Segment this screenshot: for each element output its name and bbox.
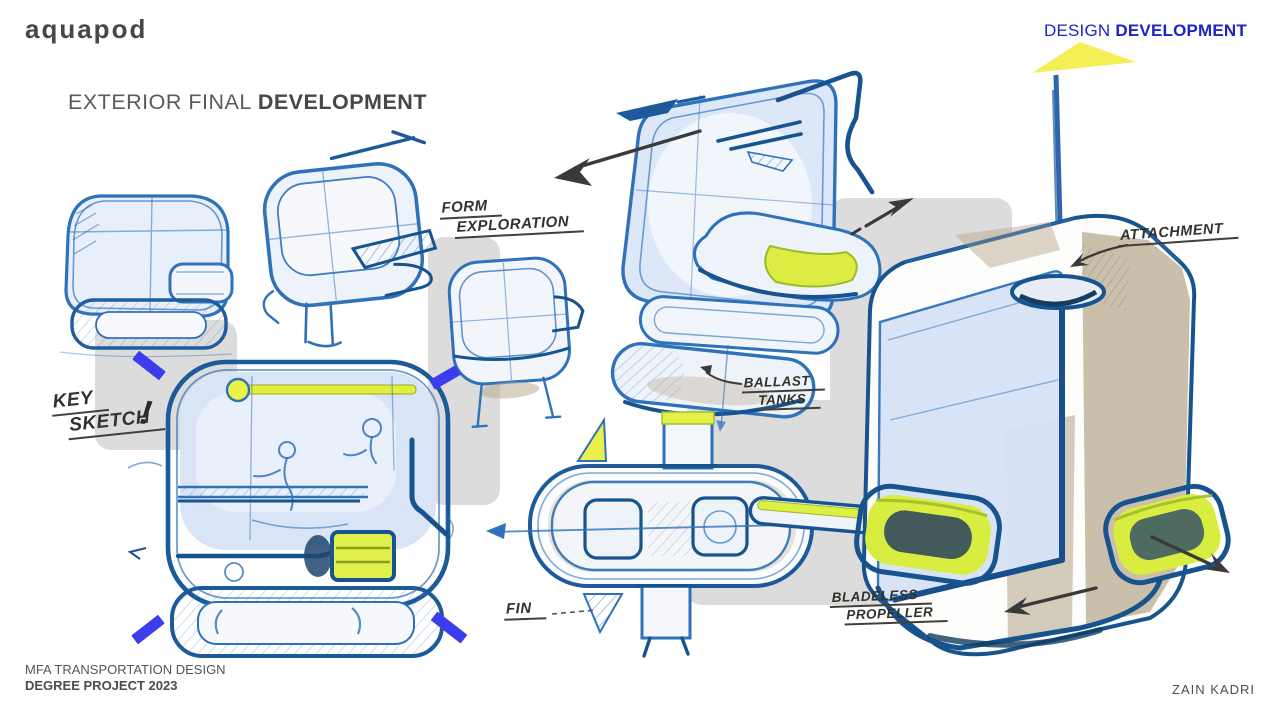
sketch-three-quarter-view (262, 130, 438, 348)
sketch-side-view (59, 194, 234, 358)
annotation-bladeless-propeller: BLADELESS PROPELLER (829, 586, 948, 626)
footer-credits: MFA TRANSPORTATION DESIGN DEGREE PROJECT… (25, 662, 226, 694)
section-label-bold: DEVELOPMENT (1115, 21, 1247, 40)
annotation-ballast-tanks: BALLAST TANKS (741, 372, 825, 412)
section-label-regular: DESIGN (1044, 21, 1111, 40)
sketch-rear-three-quarter (854, 42, 1231, 657)
brand-logo: aquapod (25, 14, 148, 44)
annotation-line: TANKS (756, 390, 821, 411)
footer-program: MFA TRANSPORTATION DESIGN (25, 662, 226, 677)
annotation-fin: FIN (503, 599, 547, 621)
page-title-regular: EXTERIOR FINAL (68, 90, 252, 114)
sketch-small-study (447, 256, 585, 429)
footer-project: DEGREE PROJECT 2023 (25, 678, 178, 693)
annotation-leaders (551, 243, 1129, 615)
footer-author: ZAIN KADRI (1172, 682, 1255, 697)
annotation-line: PROPELLER (844, 603, 948, 626)
annotation-line: FIN (503, 599, 547, 621)
direction-arrows (554, 129, 1230, 615)
key-sketch-front-view (127, 359, 454, 658)
page-title-bold: DEVELOPMENT (257, 90, 427, 114)
sketch-top-view (486, 411, 1020, 658)
annotation-form-exploration: FORM EXPLORATION (439, 192, 584, 239)
sketch-dynamic-view (610, 70, 882, 432)
